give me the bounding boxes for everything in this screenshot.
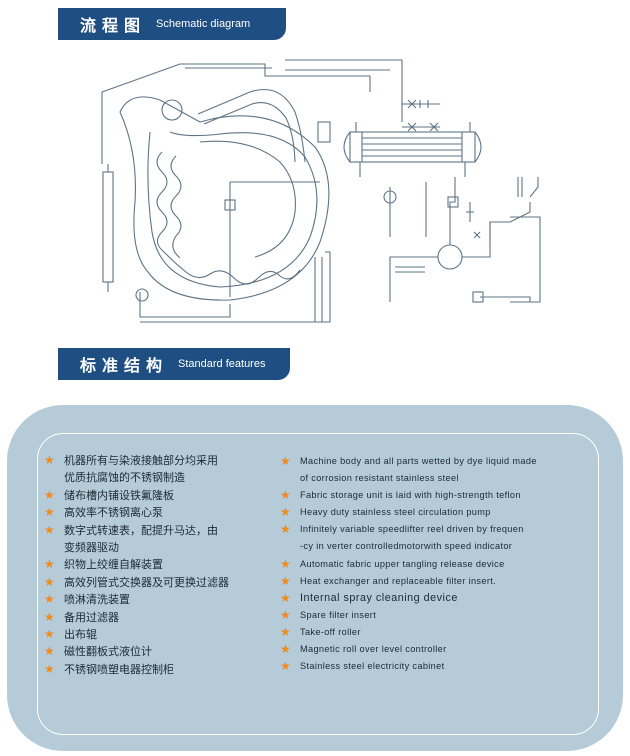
feature-item-en: ★ Internal spray cleaning device <box>280 590 580 607</box>
feature-item-zh: ★ 高效率不锈钢离心泵 <box>44 504 254 521</box>
feature-text-en: Spare filter insert <box>300 609 377 620</box>
standard-section-header: 标准结构 Standard features <box>58 348 290 380</box>
feature-item-en: of corrosion resistant stainless steel <box>280 470 580 487</box>
feature-item-en: ★ Machine body and all parts wetted by dy… <box>280 453 580 470</box>
features-list-en: ★ Machine body and all parts wetted by dy… <box>280 453 580 675</box>
feature-text-en: of corrosion resistant stainless steel <box>300 473 459 484</box>
feature-text-en: Stainless steel electricity cabinet <box>300 661 445 672</box>
feature-item-en: ★ Heavy duty stainless steel circulation … <box>280 504 580 521</box>
feature-text-en: -cy in verter controlledmotorwith speed … <box>300 541 513 552</box>
feature-text-en: Take-off roller <box>300 626 361 637</box>
feature-text-en: Automatic fabric upper tangling release … <box>300 558 505 569</box>
feature-item-zh: ★ 机器所有与染液接触部分均采用 <box>44 452 254 469</box>
feature-text-en: Fabric storage unit is laid with high-st… <box>300 490 521 501</box>
feature-item-en: ★ Infinitely variable speedlifter reel dr… <box>280 521 580 538</box>
star-icon: ★ <box>44 505 55 520</box>
feature-text-en: Heat exchanger and replaceable filter in… <box>300 575 497 586</box>
star-icon: ★ <box>280 642 292 657</box>
star-icon: ★ <box>280 659 292 674</box>
star-icon: ★ <box>280 522 292 537</box>
star-icon: ★ <box>280 488 292 503</box>
feature-item-zh: ★ 织物上绞缠自解装置 <box>44 556 254 573</box>
star-icon: ★ <box>280 607 292 622</box>
star-icon: ★ <box>44 522 55 537</box>
feature-text-zh: 数字式转速表，配提升马达，由 <box>64 523 218 537</box>
features-list-zh: ★机器所有与染液接触部分均采用 优质抗腐蚀的不锈钢制造 ★储布槽内铺设铁氟隆板 … <box>44 452 254 678</box>
feature-item-en: ★ Stainless steel electricity cabinet <box>280 658 580 675</box>
star-icon: ★ <box>44 627 55 642</box>
star-icon: ★ <box>280 624 292 639</box>
star-icon: ★ <box>280 454 292 468</box>
schematic-title-zh: 流程图 <box>80 16 147 35</box>
star-icon: ★ <box>280 556 292 571</box>
feature-text-zh: 喷淋清洗装置 <box>64 593 130 607</box>
feature-item-zh: ★ 备用过滤器 <box>44 609 254 626</box>
feature-text-en: Infinitely variable speedlifter reel dri… <box>300 524 524 535</box>
star-icon: ★ <box>280 573 292 588</box>
feature-text-zh: 不锈钢喷塑电器控制柜 <box>64 662 174 676</box>
feature-item-zh: 变频器驱动 <box>44 539 254 556</box>
feature-item-en: -cy in verter controlledmotorwith speed … <box>280 538 580 555</box>
standard-title-zh: 标准结构 <box>80 356 169 375</box>
schematic-section-header: 流程图 Schematic diagram <box>58 8 286 40</box>
feature-text-en: Machine body and all parts wetted by dye… <box>300 456 537 466</box>
feature-text-zh: 高效列管式交换器及可更换过滤器 <box>64 575 229 589</box>
schematic-title-en: Schematic diagram <box>156 18 251 30</box>
feature-item-zh: ★ 喷淋清洗装置 <box>44 591 254 608</box>
feature-item-en: ★ Heat exchanger and replaceable filter i… <box>280 573 580 590</box>
feature-item-zh: ★ 不锈钢喷塑电器控制柜 <box>44 661 254 678</box>
feature-item-zh: ★ 出布辊 <box>44 626 254 643</box>
feature-text-zh: 优质抗腐蚀的不锈钢制造 <box>64 471 185 485</box>
star-icon: ★ <box>44 574 55 589</box>
standard-title-en: Standard features <box>178 358 266 370</box>
feature-text-zh: 织物上绞缠自解装置 <box>64 558 163 572</box>
feature-text-en: Heavy duty stainless steel circulation p… <box>300 507 491 518</box>
feature-item-zh: ★ 高效列管式交换器及可更换过滤器 <box>44 574 254 591</box>
star-icon: ★ <box>44 661 55 676</box>
feature-text-zh: 磁性翻板式液位计 <box>64 645 152 659</box>
star-icon: ★ <box>44 609 55 624</box>
feature-item-zh: 优质抗腐蚀的不锈钢制造 <box>44 469 254 486</box>
feature-item-en: ★ Spare filter insert <box>280 607 580 624</box>
feature-item-en: ★ Automatic fabric upper tangling release… <box>280 556 580 573</box>
star-icon: ★ <box>44 592 55 607</box>
feature-text-zh: 出布辊 <box>64 628 97 642</box>
feature-text-zh: 高效率不锈钢离心泵 <box>64 506 163 520</box>
features-panel-border <box>37 433 599 735</box>
feature-text-zh: 机器所有与染液接触部分均采用 <box>64 454 218 467</box>
star-icon: ★ <box>44 487 55 502</box>
star-icon: ★ <box>44 453 55 467</box>
feature-item-zh: ★ 磁性翻板式液位计 <box>44 643 254 660</box>
feature-text-zh: 备用过滤器 <box>64 610 119 624</box>
feature-text-en: Internal spray cleaning device <box>300 591 458 604</box>
feature-item-en: ★ Magnetic roll over level controller <box>280 641 580 658</box>
feature-text-en: Magnetic roll over level controller <box>300 644 447 655</box>
star-icon: ★ <box>280 590 292 605</box>
feature-text-zh: 变频器驱动 <box>64 541 119 555</box>
feature-item-zh: ★ 数字式转速表，配提升马达，由 <box>44 522 254 539</box>
star-icon: ★ <box>44 557 55 572</box>
features-panel <box>7 405 623 751</box>
feature-item-zh: ★ 储布槽内铺设铁氟隆板 <box>44 487 254 504</box>
star-icon: ★ <box>280 505 292 520</box>
star-icon: ★ <box>44 644 55 659</box>
feature-text-zh: 储布槽内铺设铁氟隆板 <box>64 488 174 502</box>
feature-item-en: ★ Take-off roller <box>280 624 580 641</box>
schematic-diagram <box>101 59 541 323</box>
feature-item-en: ★ Fabric storage unit is laid with high-s… <box>280 487 580 504</box>
